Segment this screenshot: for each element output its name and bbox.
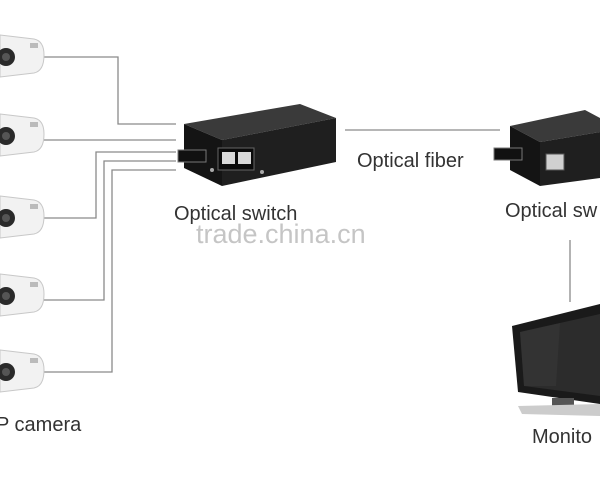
- cable-camera-5: [44, 169, 176, 373]
- connection-lines: [44, 56, 571, 373]
- watermark-text: trade.china.cn: [196, 219, 366, 249]
- optical-fiber-label: Optical fiber: [357, 150, 464, 172]
- monitor-device: [512, 304, 600, 416]
- optical-switch-right-device: [493, 110, 600, 186]
- optical-switch-left-label: Optical switch: [174, 203, 298, 225]
- cable-camera-1: [44, 56, 176, 125]
- ip-camera-5: [0, 349, 45, 393]
- monitor-label: Monito: [532, 426, 593, 448]
- cable-camera-3: [44, 151, 176, 219]
- ip-camera-1: [0, 34, 45, 78]
- optical-switch-left-device: [177, 104, 336, 186]
- ip-camera-4: [0, 273, 45, 317]
- ip-camera-label: P camera: [0, 414, 82, 436]
- cable-camera-4: [44, 160, 176, 301]
- ip-camera-3: [0, 195, 45, 239]
- optical-switch-right-label: Optical sw: [505, 200, 598, 222]
- ip-camera-2: [0, 113, 45, 157]
